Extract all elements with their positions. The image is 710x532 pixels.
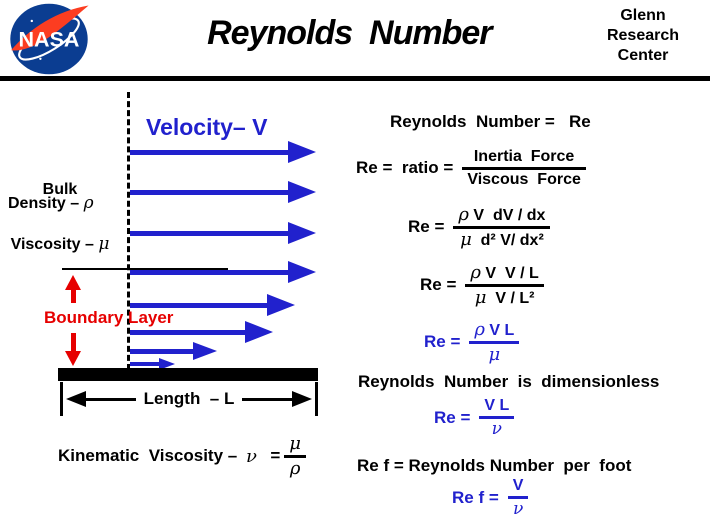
differential-fraction: ρ V dV / dx μ d² V/ dx² <box>453 204 551 251</box>
dimension-arrowhead-right <box>292 391 315 407</box>
fraction-bar <box>462 166 586 170</box>
dimension-line <box>86 397 136 401</box>
flat-plate <box>58 368 318 381</box>
leading-edge-dashed-line <box>127 92 130 370</box>
v-over-nu-fraction: V ν <box>507 476 529 519</box>
org-line-1: Glenn <box>620 7 666 24</box>
kinematic-viscosity-equation: Kinematic Viscosity – ν = μ ρ <box>58 433 306 480</box>
nasa-logo: NASA <box>10 3 89 75</box>
reynolds-per-foot-equation: Re f = V ν <box>452 476 529 519</box>
mu-symbol: μ <box>98 234 110 254</box>
nasa-logo-swoosh <box>11 5 89 51</box>
reynolds-final-equation: Re = ρ V L μ <box>424 319 520 366</box>
kinematic-form-equation: Re = V L ν <box>434 396 515 439</box>
bulk-viscosity-line1: Bulk <box>42 181 78 198</box>
density-label: Density – ρ <box>8 193 94 213</box>
boundary-layer-top-line <box>62 268 228 270</box>
dimensionless-note: Reynolds Number is dimensionless <box>358 372 660 391</box>
differential-equation: Re = ρ V dV / dx μ d² V/ dx² <box>408 204 551 251</box>
reynolds-number-definition: Reynolds Number = Re <box>390 112 591 131</box>
fraction-bar <box>284 454 306 458</box>
header-divider <box>0 76 710 81</box>
fraction-bar <box>469 340 520 344</box>
scaling-fraction: ρ V V / L μ V / L² <box>465 262 544 309</box>
bulk-viscosity-line2: Viscosity – μ <box>10 234 110 254</box>
fraction-bar <box>465 283 544 287</box>
fraction-bar <box>453 225 551 229</box>
length-tick-right <box>315 382 318 416</box>
dimension-arrowhead-left <box>63 391 86 407</box>
kinematic-viscosity-label: Kinematic Viscosity – <box>58 446 242 466</box>
nu-symbol: ν <box>245 445 257 467</box>
mu-over-rho-fraction: μ ρ <box>284 433 306 480</box>
fraction-bar <box>479 415 515 419</box>
fraction-bar <box>507 495 529 499</box>
bulk-viscosity-label: Bulk Viscosity – μ <box>4 145 116 290</box>
ratio-equation: Re = ratio = Inertia Force Viscous Force <box>356 147 586 189</box>
rho-vl-over-mu-fraction: ρ V L μ <box>469 319 520 366</box>
scaling-equation: Re = ρ V V / L μ V / L² <box>420 262 544 309</box>
rho-symbol: ρ <box>83 193 94 213</box>
org-name: Glenn Research Center <box>588 6 698 66</box>
length-dimension: Length – L <box>63 389 315 408</box>
dimension-line <box>242 397 293 401</box>
force-ratio-fraction: Inertia Force Viscous Force <box>462 147 586 189</box>
length-tick-left <box>60 382 63 416</box>
org-line-2: Research <box>606 27 680 44</box>
boundary-layer-label: Boundary Layer <box>44 308 174 327</box>
nasa-logo-wordmark: NASA <box>19 28 80 52</box>
vl-over-nu-fraction: V L ν <box>479 396 515 439</box>
reynolds-per-foot-note: Re f = Reynolds Number per foot <box>357 456 632 475</box>
page-title: Reynolds Number <box>207 14 492 52</box>
velocity-label: Velocity– V <box>146 114 268 140</box>
length-label: Length – L <box>143 389 235 408</box>
org-line-3: Center <box>617 47 669 64</box>
